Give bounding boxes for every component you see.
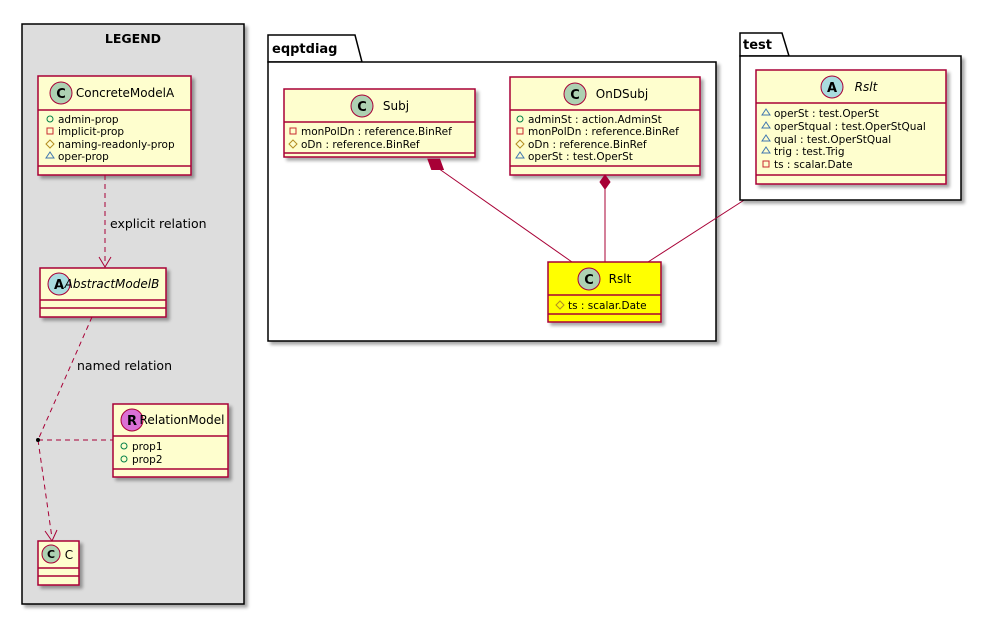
class-concrete-model-a[interactable]: C ConcreteModelA admin-prop implicit-pro… — [37, 75, 192, 176]
legend-title: LEGEND — [105, 31, 161, 46]
class-eqptdiag-rslt[interactable]: C Rslt ts : scalar.Date — [547, 261, 662, 323]
class-name: C — [65, 548, 73, 562]
package-name: test — [743, 38, 772, 53]
attribute: adminSt : action.AdminSt — [528, 114, 662, 126]
class-stereotype-icon — [49, 81, 73, 105]
stereotype-letter: A — [827, 81, 837, 96]
class-subj[interactable]: C Subj monPolDn : reference.BinRef oDn :… — [283, 88, 476, 158]
attribute: oper-prop — [58, 151, 109, 163]
public-icon — [516, 115, 524, 123]
composition-edge-subj-rslt — [427, 158, 573, 263]
public-icon — [46, 115, 54, 123]
package-name: eqptdiag — [272, 42, 337, 57]
stereotype-letter: C — [357, 100, 367, 115]
public-icon — [120, 455, 128, 463]
attribute: prop2 — [132, 454, 163, 466]
class-test-rslt[interactable]: A Rslt operSt : test.OperSt operStqual :… — [755, 69, 947, 185]
protected-icon — [555, 300, 565, 310]
named-relation-label: named relation — [77, 358, 172, 373]
private-icon — [516, 127, 524, 135]
attribute: oDn : reference.BinRef — [301, 139, 420, 151]
package-icon — [761, 134, 771, 142]
composition-diamond — [599, 174, 611, 190]
attribute: naming-readonly-prop — [58, 139, 175, 151]
class-stereotype-icon — [41, 544, 61, 564]
attribute: admin-prop — [58, 114, 119, 126]
package-icon — [761, 121, 771, 129]
class-name: ConcreteModelA — [76, 86, 175, 100]
attribute: ts : scalar.Date — [774, 159, 853, 171]
composition-diamond — [427, 158, 445, 170]
class-stereotype-icon — [577, 267, 601, 291]
package-icon — [515, 151, 525, 159]
class-name: Rslt — [609, 272, 632, 286]
class-name: RelationModel — [140, 413, 225, 427]
attribute: prop1 — [132, 441, 163, 453]
attribute: operSt : test.OperSt — [774, 108, 879, 120]
class-ondsubj[interactable]: C OnDSubj adminSt : action.AdminSt monPo… — [509, 76, 701, 176]
attribute: qual : test.OperStQual — [774, 134, 891, 146]
abstract-stereotype-icon — [820, 75, 844, 99]
stereotype-letter: C — [584, 273, 594, 288]
private-icon — [289, 127, 297, 135]
attribute: monPolDn : reference.BinRef — [301, 126, 452, 138]
abstract-stereotype-icon — [47, 272, 71, 296]
explicit-relation-edge: explicit relation — [98, 175, 207, 268]
private-icon — [46, 127, 54, 135]
attribute: operSt : test.OperSt — [528, 151, 633, 163]
package-icon — [761, 108, 771, 116]
class-relation-model[interactable]: R RelationModel prop1 prop2 — [112, 403, 229, 478]
stereotype-letter: C — [56, 87, 66, 102]
package-icon — [761, 146, 771, 154]
protected-icon — [515, 139, 525, 149]
protected-icon — [288, 139, 298, 149]
class-name: Rslt — [855, 80, 879, 94]
class-name: AbstractModelB — [64, 277, 160, 291]
public-icon — [120, 442, 128, 450]
attribute: operStqual : test.OperStQual — [774, 121, 926, 133]
stereotype-letter: R — [127, 414, 137, 429]
attribute: monPolDn : reference.BinRef — [528, 126, 679, 138]
class-name: Subj — [383, 99, 409, 113]
class-c[interactable]: C C — [37, 540, 80, 586]
attribute: ts : scalar.Date — [568, 300, 647, 312]
class-name: OnDSubj — [596, 87, 648, 101]
class-stereotype-icon — [350, 94, 374, 118]
attribute-list: admin-prop implicit-prop naming-readonly… — [45, 114, 175, 163]
named-relation-edge: named relation — [36, 316, 172, 543]
class-abstract-model-b[interactable]: A AbstractModelB — [39, 267, 167, 318]
attribute: implicit-prop — [58, 126, 124, 138]
attribute: trig : test.Trig — [774, 146, 845, 158]
class-stereotype-icon — [563, 82, 587, 106]
attribute: oDn : reference.BinRef — [528, 139, 647, 151]
relation-junction-dot — [36, 438, 40, 442]
explicit-relation-label: explicit relation — [110, 216, 207, 231]
package-icon — [45, 151, 55, 159]
private-icon — [762, 160, 770, 168]
stereotype-letter: C — [47, 548, 55, 561]
relation-stereotype-icon — [120, 408, 144, 432]
composition-edge-ondsubj-rslt — [599, 174, 611, 262]
stereotype-letter: C — [570, 88, 580, 103]
stereotype-letter: A — [54, 278, 64, 293]
protected-icon — [45, 139, 55, 149]
